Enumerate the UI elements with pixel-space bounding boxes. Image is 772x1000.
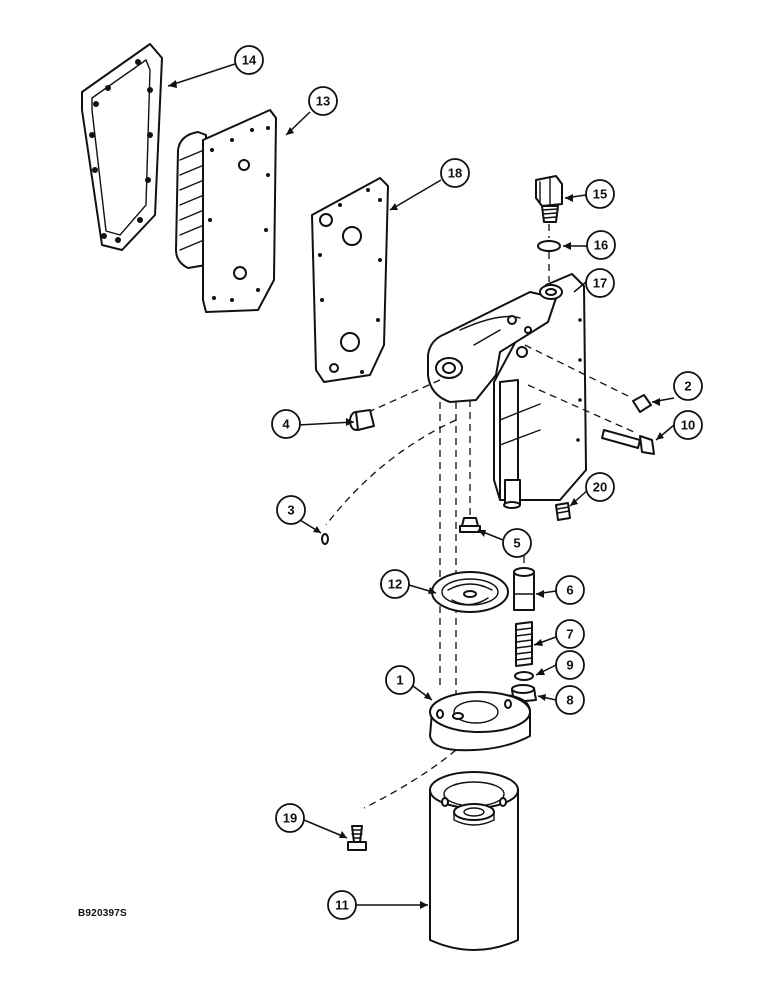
callout-4: 4 bbox=[271, 409, 301, 439]
oil-cooler-core-part bbox=[175, 109, 277, 313]
adapter-1-part bbox=[429, 691, 531, 752]
callout-13: 13 bbox=[308, 86, 338, 116]
callout-11: 11 bbox=[327, 890, 357, 920]
svg-text:4: 4 bbox=[282, 417, 290, 432]
svg-text:19: 19 bbox=[283, 811, 297, 826]
svg-text:1: 1 bbox=[396, 673, 403, 688]
svg-text:7: 7 bbox=[566, 627, 573, 642]
callout-16: 16 bbox=[586, 230, 616, 260]
svg-text:6: 6 bbox=[566, 583, 573, 598]
o-ring-16-part bbox=[537, 240, 561, 252]
leader-lines bbox=[167, 63, 675, 909]
oil-filter-11-part bbox=[429, 771, 519, 951]
callout-19: 19 bbox=[275, 803, 305, 833]
svg-text:10: 10 bbox=[681, 418, 695, 433]
svg-text:17: 17 bbox=[593, 276, 607, 291]
plate-12-part bbox=[431, 571, 509, 613]
o-ring-9-part bbox=[514, 671, 534, 681]
callout-18: 18 bbox=[440, 158, 470, 188]
callout-6: 6 bbox=[555, 575, 585, 605]
svg-text:11: 11 bbox=[335, 898, 349, 913]
callout-14: 14 bbox=[234, 45, 264, 75]
spring-7-part bbox=[515, 621, 533, 667]
callout-1: 1 bbox=[385, 665, 415, 695]
figure-reference-code: B920397S bbox=[78, 908, 127, 919]
plug-2-part bbox=[632, 394, 652, 413]
cover-gasket-part bbox=[311, 177, 389, 383]
callout-9: 9 bbox=[555, 650, 585, 680]
svg-text:12: 12 bbox=[388, 577, 402, 592]
valve-6-part bbox=[513, 567, 535, 611]
callout-8: 8 bbox=[555, 685, 585, 715]
svg-text:3: 3 bbox=[287, 503, 294, 518]
callout-3: 3 bbox=[276, 495, 306, 525]
callout-10: 10 bbox=[673, 410, 703, 440]
plug-20-part bbox=[555, 502, 571, 521]
callout-12: 12 bbox=[380, 569, 410, 599]
svg-text:18: 18 bbox=[448, 166, 462, 181]
gasket-part bbox=[81, 43, 163, 251]
filter-head-housing-part bbox=[427, 273, 587, 509]
fitting-part bbox=[535, 175, 563, 223]
callout-17: 17 bbox=[585, 268, 615, 298]
callout-15: 15 bbox=[585, 179, 615, 209]
svg-text:13: 13 bbox=[316, 94, 330, 109]
plug-5-part bbox=[459, 517, 481, 533]
svg-text:5: 5 bbox=[513, 536, 520, 551]
svg-text:9: 9 bbox=[566, 658, 573, 673]
callout-7: 7 bbox=[555, 619, 585, 649]
svg-text:8: 8 bbox=[566, 693, 573, 708]
screw-19-part bbox=[347, 825, 367, 851]
svg-text:15: 15 bbox=[593, 187, 607, 202]
svg-text:16: 16 bbox=[594, 238, 608, 253]
pin-3-part bbox=[321, 533, 329, 545]
callout-2: 2 bbox=[673, 371, 703, 401]
plug-4-part bbox=[349, 409, 375, 431]
bolt-10-part bbox=[601, 429, 655, 455]
callout-5: 5 bbox=[502, 528, 532, 558]
svg-text:2: 2 bbox=[684, 379, 691, 394]
svg-text:20: 20 bbox=[593, 480, 607, 495]
svg-text:14: 14 bbox=[242, 53, 257, 68]
callout-20: 20 bbox=[585, 472, 615, 502]
